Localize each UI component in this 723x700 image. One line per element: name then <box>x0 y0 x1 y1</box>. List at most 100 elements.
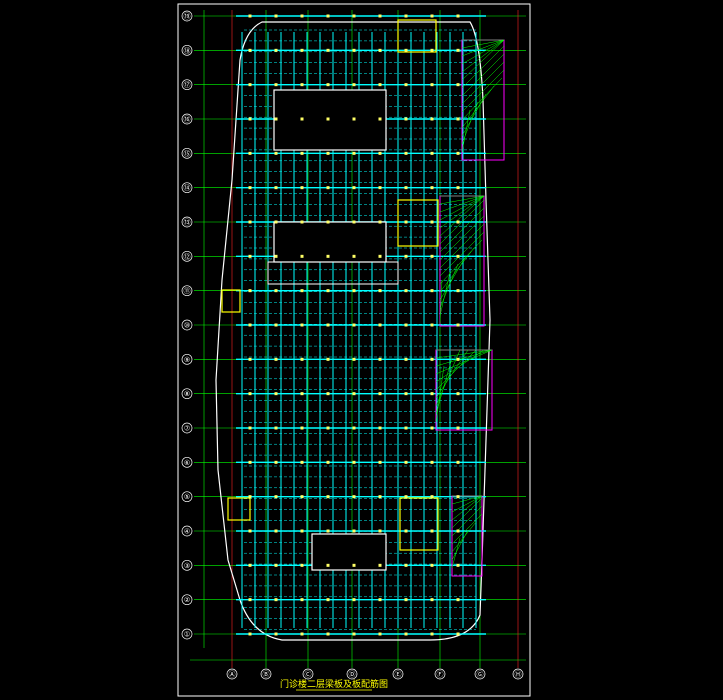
row-axis-bubble <box>181 44 193 56</box>
column-node <box>326 598 330 602</box>
hatch-line <box>439 279 443 325</box>
hatch-line <box>435 349 461 407</box>
hatch-line <box>439 207 485 253</box>
hatch-line <box>461 69 505 113</box>
row-axis-bubble <box>181 388 193 400</box>
stair-core-zone <box>399 497 439 551</box>
row-axis-label: ⑰ <box>184 81 191 89</box>
column-node <box>456 495 460 499</box>
beam-band <box>267 261 399 285</box>
hatch-line <box>451 495 483 521</box>
row-axis-label: ⑧ <box>184 390 190 398</box>
column-node <box>248 392 252 396</box>
column-node <box>430 357 434 361</box>
drawing-title: 门诊楼二层梁板及板配筋图 <box>280 678 388 690</box>
hatch-line <box>439 195 485 229</box>
column-node <box>430 220 434 224</box>
column-axis-bubble <box>434 668 446 680</box>
column-node <box>456 323 460 327</box>
column-node <box>352 563 356 567</box>
row-axis-label: ② <box>184 596 190 604</box>
column-node <box>300 392 304 396</box>
hatch-line <box>439 247 475 293</box>
column-node <box>352 357 356 361</box>
hatch-line <box>439 231 485 277</box>
column-node <box>274 357 278 361</box>
column-axis-bubble <box>474 668 486 680</box>
stair-core-zone <box>397 19 437 53</box>
hatch-line <box>439 263 459 309</box>
column-node <box>326 220 330 224</box>
column-node <box>456 48 460 52</box>
row-axis-label: ④ <box>184 528 190 536</box>
row-axis-bubble <box>181 285 193 297</box>
column-node <box>430 323 434 327</box>
column-node <box>456 254 460 258</box>
column-node <box>404 151 408 155</box>
hatch-line <box>461 109 471 153</box>
column-axis-label: Ⓗ <box>515 671 522 679</box>
column-node <box>326 323 330 327</box>
column-node <box>430 529 434 533</box>
hatch-line <box>439 215 485 261</box>
column-node <box>456 426 460 430</box>
column-node <box>352 117 356 121</box>
column-node <box>378 392 382 396</box>
column-nodes <box>248 14 460 636</box>
row-axis-label: ⑦ <box>184 425 190 433</box>
column-node <box>404 186 408 190</box>
column-node <box>378 323 382 327</box>
column-node <box>274 48 278 52</box>
column-node <box>456 529 460 533</box>
column-axis-bubble <box>226 668 238 680</box>
column-node <box>378 117 382 121</box>
column-node <box>274 563 278 567</box>
hatch-line <box>439 239 483 285</box>
column-node <box>378 632 382 636</box>
stair-core-zone <box>227 497 251 521</box>
column-node <box>378 14 382 18</box>
column-node <box>404 83 408 87</box>
column-node <box>378 48 382 52</box>
row-axis-label: ① <box>184 631 190 639</box>
column-node <box>404 289 408 293</box>
row-axis-label: ⑨ <box>184 356 190 364</box>
column-node <box>300 117 304 121</box>
column-node <box>404 632 408 636</box>
column-node <box>404 14 408 18</box>
column-node <box>404 323 408 327</box>
hatch-line <box>451 495 483 505</box>
column-node <box>352 220 356 224</box>
row-axis-label: ⑩ <box>184 322 190 330</box>
column-node <box>300 151 304 155</box>
column-node <box>326 186 330 190</box>
column-node <box>352 392 356 396</box>
column-node <box>300 460 304 464</box>
column-node <box>430 289 434 293</box>
column-node <box>326 48 330 52</box>
column-node <box>378 186 382 190</box>
column-node <box>248 254 252 258</box>
row-axis-bubble <box>181 216 193 228</box>
beam-layout <box>236 15 486 635</box>
column-node <box>456 392 460 396</box>
column-node <box>248 529 252 533</box>
column-node <box>326 495 330 499</box>
hatch-line <box>461 39 505 57</box>
column-node <box>352 83 356 87</box>
column-node <box>456 632 460 636</box>
column-axis-bubble <box>302 668 314 680</box>
column-node <box>248 426 252 430</box>
row-axis-bubble <box>181 182 193 194</box>
row-axis-bubble <box>181 525 193 537</box>
column-node <box>300 14 304 18</box>
slab-opening <box>273 221 387 263</box>
column-node <box>326 151 330 155</box>
hatch-line <box>451 537 461 569</box>
column-node <box>430 495 434 499</box>
column-node <box>300 357 304 361</box>
row-axis-bubble <box>181 10 193 22</box>
column-node <box>326 426 330 430</box>
column-node <box>274 529 278 533</box>
